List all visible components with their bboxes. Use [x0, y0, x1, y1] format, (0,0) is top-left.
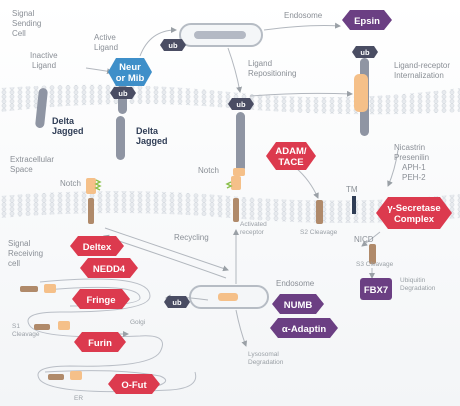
nedd4-label: NEDD4 — [93, 264, 126, 275]
signal-sending-label-1: Signal — [12, 9, 34, 18]
ub-tag-endosome-bottom: ub — [164, 296, 190, 308]
golgi-label: Golgi — [130, 319, 145, 326]
ub-label-3: ub — [236, 100, 246, 109]
adam-tace-label-1: ADAM/ — [275, 146, 306, 157]
ub-label-1: ub — [118, 89, 128, 98]
deltex-label: Deltex — [83, 242, 112, 253]
ubiquitin-degradation-label-2: Degradation — [400, 285, 436, 292]
ligand-repositioning-label-2: Repositioning — [248, 69, 296, 78]
inactive-ligand-label-2: Ligand — [32, 61, 56, 70]
tm-label: TM — [346, 185, 358, 194]
golgi-receptors — [20, 284, 82, 380]
nicd-fragment — [369, 244, 376, 264]
nedd4-protein: NEDD4 — [80, 258, 138, 278]
notch-left-label: Notch — [60, 179, 81, 188]
numb-label: NUMB — [284, 300, 313, 311]
delta-jagged-left-label-1: Delta — [52, 116, 75, 126]
neur-mib-label-2: or Mib — [116, 73, 145, 84]
endosome-top-label: Endosome — [284, 11, 323, 20]
endosome-bottom-cargo — [218, 293, 238, 301]
activated-receptor-label-1: Activated — [240, 221, 267, 228]
notch-s2-fragment — [316, 200, 323, 224]
aph1-label: APH-1 — [402, 163, 426, 172]
neur-mib-label-1: Neur — [119, 62, 141, 73]
recycling-label: Recycling — [174, 233, 209, 242]
ub-tag-reposition: ub — [228, 98, 254, 110]
ligand-receptor-internalized — [354, 58, 369, 136]
fringe-label: Fringe — [86, 295, 115, 306]
signal-sending-label-3: Cell — [12, 29, 26, 38]
er-label: ER — [74, 395, 83, 402]
ub-label-5: ub — [172, 298, 182, 307]
ub-tag-internalization: ub — [352, 46, 378, 58]
lysosomal-degradation-label-1: Lysosomal — [248, 351, 279, 358]
fringe-protein: Fringe — [72, 289, 130, 309]
peh2-label: PEH-2 — [402, 173, 426, 182]
furin-protein: Furin — [74, 332, 126, 352]
ub-label-4: ub — [360, 48, 370, 57]
epsin-label: Epsin — [354, 16, 380, 27]
active-ligand-label-1: Active — [94, 33, 116, 42]
delta-jagged-left-label-2: Jagged — [52, 126, 84, 136]
active-ligand-label-2: Ligand — [94, 43, 118, 52]
ub-label-2: ub — [168, 41, 178, 50]
ub-tag-endosome: ub — [160, 39, 186, 51]
receiving-cell-membrane — [0, 191, 460, 223]
inactive-ligand-label-1: Inactive — [30, 51, 58, 60]
s3-cleavage-label: S3 Cleavage — [356, 261, 394, 268]
notch-mid-label: Notch — [198, 166, 219, 175]
ligand-inactive-left — [35, 88, 48, 128]
signal-receiving-label-1: Signal — [8, 239, 30, 248]
gamma-secretase-label-1: γ-Secretase — [387, 203, 440, 214]
extracellular-label-2: Space — [10, 165, 33, 174]
ligand-repositioned — [233, 112, 245, 176]
delta-jagged-mid-label-2: Jagged — [136, 136, 168, 146]
internalization-label-1: Ligand-receptor — [394, 61, 450, 70]
endosome-bottom-label: Endosome — [276, 279, 315, 288]
fbx7-label: FBX7 — [364, 285, 388, 296]
ub-tag-neur: ub — [110, 87, 136, 99]
endosome-top-cargo — [194, 31, 246, 39]
activated-receptor-label-2: receptor — [240, 229, 265, 236]
signal-receiving-label-3: cell — [8, 259, 20, 268]
alpha-adaptin-label: α-Adaptin — [282, 324, 327, 335]
ubiquitin-degradation-label-1: Ubiquitin — [400, 277, 426, 284]
pathway-arrows — [85, 22, 399, 347]
presenilin-label: Presenilin — [394, 153, 429, 162]
gamma-secretase-protein: γ-Secretase Complex — [376, 197, 452, 229]
nicd-label: NICD — [354, 235, 374, 244]
s1-label: S1 — [12, 323, 20, 330]
tm-fragment — [352, 196, 356, 214]
alpha-adaptin-protein: α-Adaptin — [270, 318, 338, 338]
deltex-protein: Deltex — [70, 236, 124, 256]
internalization-label-2: Internalization — [394, 71, 444, 80]
ligand-repositioning-label-1: Ligand — [248, 59, 272, 68]
nicastrin-label: Nicastrin — [394, 143, 425, 152]
gamma-secretase-label-2: Complex — [394, 214, 435, 225]
notch-receptor-mid — [225, 176, 241, 222]
o-fut-protein: O-Fut — [108, 374, 160, 394]
epsin-protein: Epsin — [342, 10, 392, 30]
signal-receiving-label-2: Receiving — [8, 249, 43, 258]
lysosomal-degradation-label-2: Degradation — [248, 359, 284, 366]
neur-mib-protein: Neur or Mib — [108, 58, 152, 86]
adam-tace-label-2: TACE — [278, 157, 303, 168]
adam-tace-protein: ADAM/ TACE — [266, 142, 316, 170]
s1-cleavage-label: Cleavage — [12, 331, 40, 338]
notch-receptor-left — [86, 178, 102, 224]
furin-label: Furin — [88, 338, 112, 349]
o-fut-label: O-Fut — [121, 380, 147, 391]
numb-protein: NUMB — [272, 294, 324, 314]
fbx7-protein: FBX7 — [360, 278, 392, 300]
delta-jagged-mid-label-1: Delta — [136, 126, 159, 136]
signal-sending-label-2: Sending — [12, 19, 41, 28]
s2-cleavage-label: S2 Cleavage — [300, 229, 338, 236]
extracellular-label-1: Extracellular — [10, 155, 54, 164]
